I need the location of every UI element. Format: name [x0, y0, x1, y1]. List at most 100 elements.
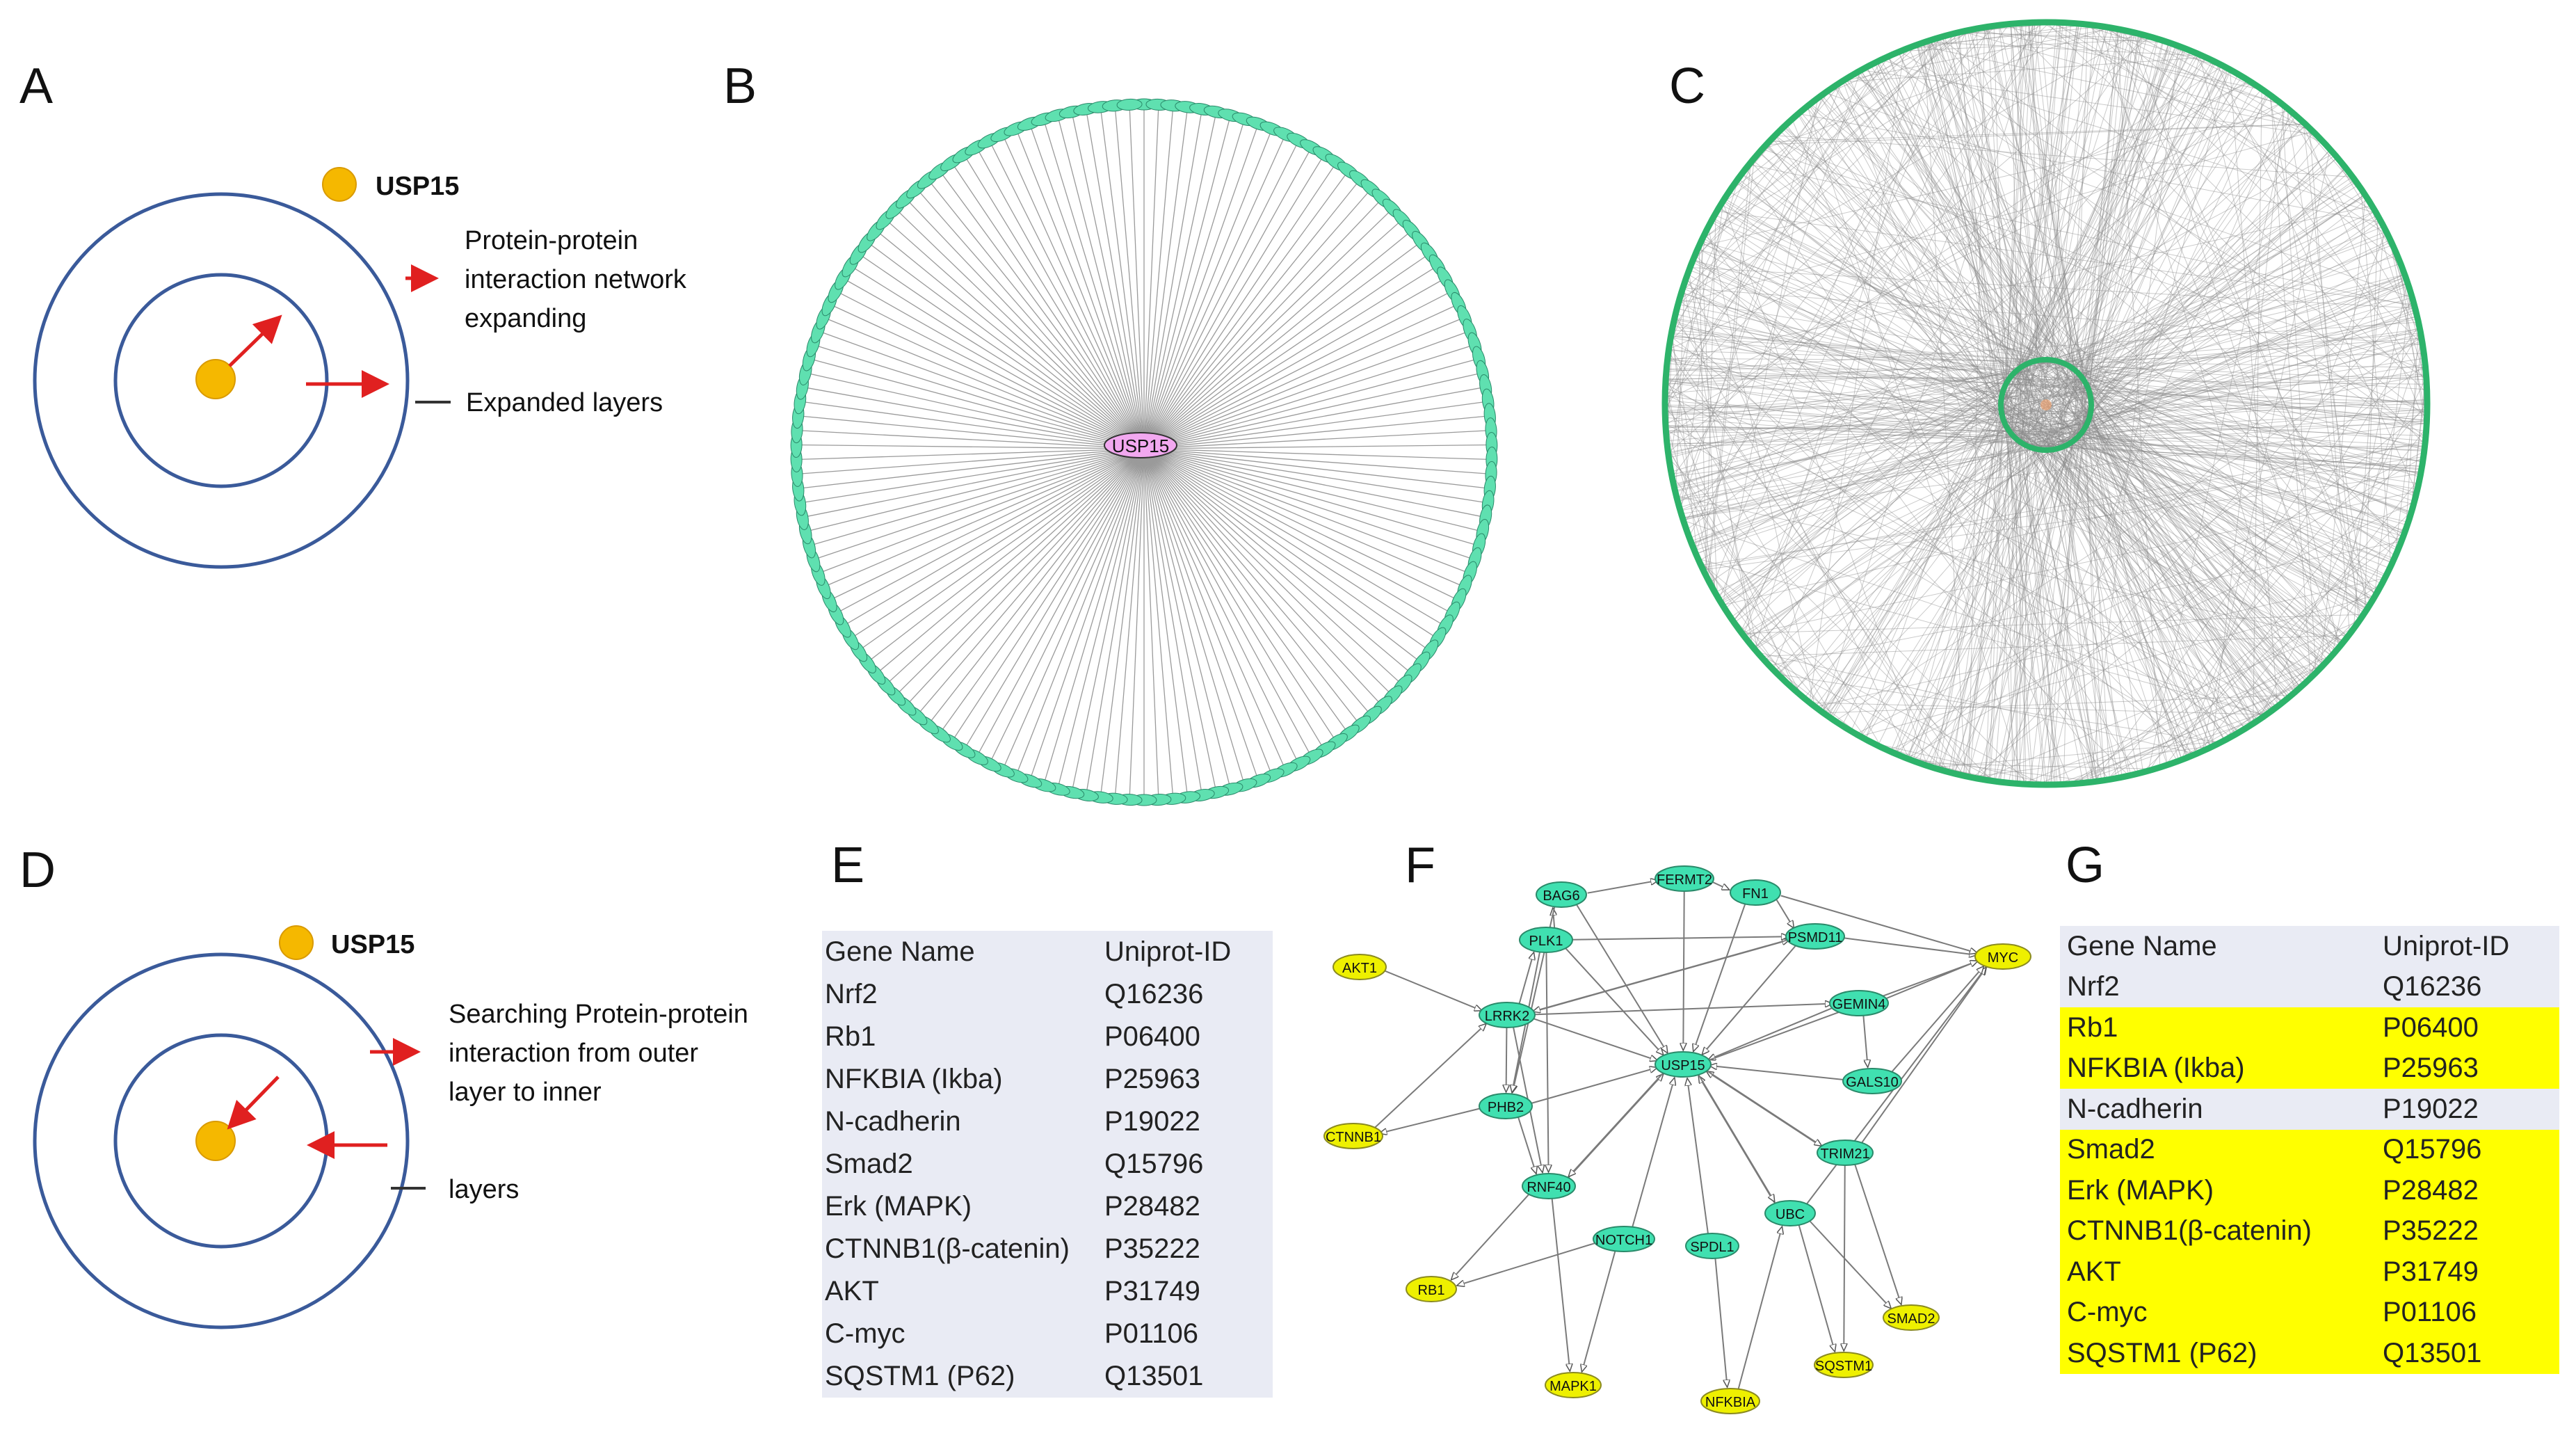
hairball-edge — [2134, 34, 2332, 654]
hairball-edge — [2020, 28, 2101, 439]
hairball-edge — [1699, 249, 2013, 431]
hairball-edge — [1675, 294, 2410, 484]
spoke-edge — [1143, 444, 1492, 449]
hairball-edge — [1704, 442, 2424, 568]
hairball-edge — [2010, 378, 2288, 696]
node-label: FN1 — [1742, 886, 1769, 902]
hairball-edge — [1820, 98, 2059, 363]
hairball-edge — [1702, 563, 1830, 715]
hairball-edge — [1667, 342, 1673, 431]
spoke-edge — [1143, 265, 1438, 449]
hairball-edge — [1673, 337, 2089, 410]
hairball-edge — [2068, 440, 2215, 744]
hairball-edge — [1849, 79, 2004, 400]
hairball-edge — [2011, 195, 2364, 431]
hairball-edge — [1929, 431, 2079, 765]
hairball-edge — [1671, 348, 1963, 774]
hairball-edge — [2056, 24, 2385, 234]
spoke-edge — [829, 448, 1145, 601]
hairball-edge — [1705, 235, 2229, 737]
hairball-edge — [1718, 211, 2413, 305]
hairball-edge — [2002, 26, 2082, 401]
hairball-edge — [1667, 382, 2080, 431]
hairball-edge — [1827, 169, 2345, 714]
hairball-edge — [1748, 440, 2025, 639]
hairball-edge — [1851, 385, 2007, 730]
hairball-edge — [1693, 395, 2089, 543]
hairball-edge — [2074, 435, 2420, 470]
ring-node — [1116, 98, 1143, 111]
hairball-edge — [2034, 24, 2082, 429]
hairball-edge — [2078, 374, 2418, 477]
spoke-edge — [951, 162, 1145, 449]
hairball-edge — [1679, 445, 2053, 501]
network-node: SQSTM1 — [1814, 1352, 1874, 1378]
hairball-edge — [2051, 24, 2067, 361]
network-edge — [1576, 904, 1668, 1053]
hairball-edge — [1667, 417, 2038, 447]
hairball-edge — [1719, 33, 1966, 597]
spoke-edge — [1029, 123, 1145, 449]
hairball-edge — [1980, 29, 2258, 90]
hairball-edge — [2079, 264, 2399, 376]
network-edge — [1854, 1164, 1901, 1305]
hairball-edge — [1680, 301, 2282, 701]
hairball-edge — [1919, 26, 2094, 47]
network-edge — [1587, 881, 1659, 894]
hairball-edge — [1722, 363, 2064, 602]
hairball-edge — [2212, 109, 2285, 744]
uniprot-cell: P25963 — [1104, 1064, 1200, 1094]
hairball-edge — [2069, 115, 2293, 440]
hairball-edge — [1668, 431, 2212, 745]
hairball-edge — [2005, 24, 2040, 390]
hairball-edge — [2003, 410, 2412, 504]
hairball-edge — [2109, 406, 2426, 778]
spoke-edge — [1143, 448, 1475, 561]
hairball-edge — [2063, 438, 2072, 783]
node-label: TRIM21 — [1820, 1146, 1869, 1162]
hairball-edge — [2087, 392, 2410, 512]
node-label: RB1 — [1418, 1283, 1445, 1298]
hairball-edge — [1689, 30, 1980, 535]
network-edge — [1861, 968, 1986, 1144]
hairball-edge — [1779, 446, 2043, 673]
hairball-edge — [2088, 242, 2390, 395]
network-edge — [1568, 1072, 1664, 1176]
hairball-edge — [2075, 435, 2372, 600]
hairball-edge — [1713, 221, 2075, 371]
hairball-edge — [1862, 419, 2086, 735]
network-edge — [1780, 895, 1977, 953]
spoke-edge — [905, 448, 1145, 706]
hairball-edge — [1899, 54, 2027, 366]
hairball-edge — [2027, 24, 2061, 443]
hairball-edge — [2055, 360, 2424, 368]
hairball-edge — [1889, 58, 2005, 414]
hairball-edge — [2260, 381, 2425, 717]
hairball-edge — [1813, 702, 2263, 715]
network-edge — [1632, 1078, 1675, 1228]
hairball-edge — [1698, 428, 2082, 554]
arrow-text-line-3: expanding — [465, 304, 586, 333]
hairball-edge — [2004, 393, 2376, 591]
hairball-edge — [1668, 362, 2060, 381]
hairball-edge — [2005, 49, 2184, 388]
hairball-edge — [2017, 366, 2068, 782]
spoke-edge — [818, 448, 1145, 574]
hairball-edge — [2004, 56, 2198, 416]
hairball-edge — [1688, 104, 2280, 529]
hairball-edge — [2086, 364, 2424, 419]
hairball-edge — [1766, 147, 2061, 363]
hairball-edge — [1917, 47, 2006, 388]
hairball-edge — [1670, 38, 2148, 452]
spoke-edge — [798, 415, 1145, 449]
hairball-edge — [2055, 361, 2273, 707]
f-edges — [1374, 881, 1986, 1390]
usp15-center-node-d — [195, 1121, 236, 1161]
hairball-edge — [1999, 440, 2069, 781]
hairball-edge — [2217, 65, 2416, 490]
hairball-edge — [2082, 44, 2168, 381]
uniprot-cell: P35222 — [2383, 1215, 2479, 1247]
hairball-edge — [1928, 42, 2004, 413]
node-label: NFKBIA — [1705, 1395, 1756, 1410]
hairball-edge — [1696, 47, 1915, 256]
